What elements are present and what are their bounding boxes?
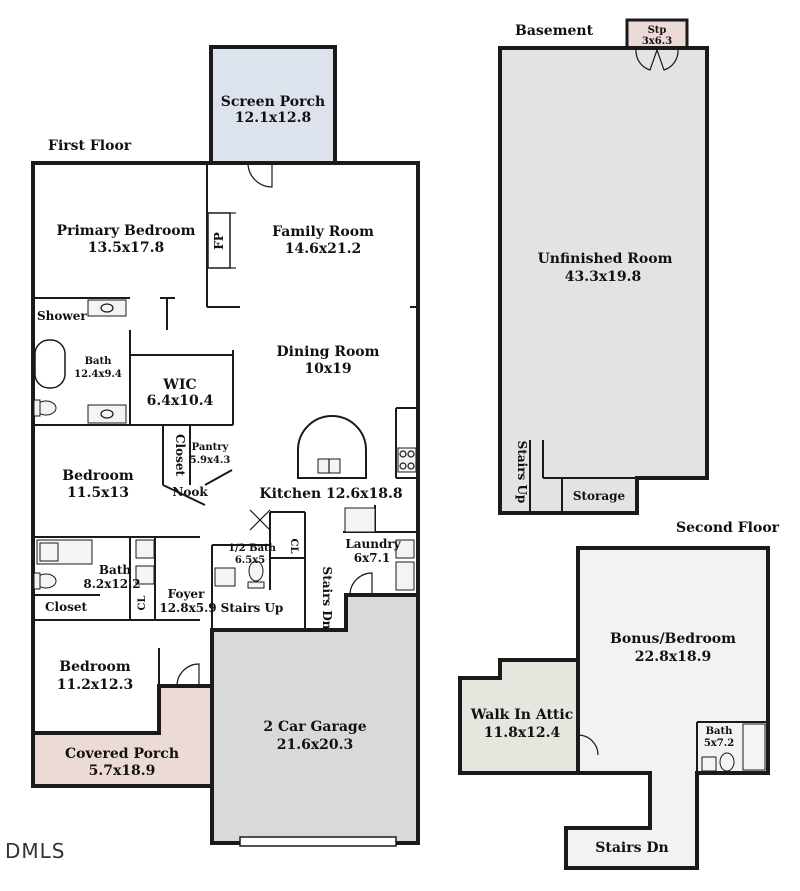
kitchen-label: Kitchen 12.6x18.8 [259,486,402,502]
wic-dims: 6.4x10.4 [147,393,214,409]
walk-in-attic-dims: 11.8x12.4 [484,725,561,741]
garage-door [239,836,397,847]
second-floor-area [564,546,770,870]
kitchen-island [297,415,367,479]
stairs-up-basement-label: Stairs Up [515,441,529,504]
primary-bath-name: Bath [85,356,113,367]
unfinished-room-name: Unfinished Room [538,251,673,267]
laundry-dims: 6x7.1 [354,551,390,565]
covered-porch-name: Covered Porch [65,746,179,762]
closet-label: Closet [45,600,88,614]
basement [498,18,709,515]
tub-primary [34,339,66,389]
dining-room-dims: 10x19 [304,361,351,377]
screen-porch-dims: 12.1x12.8 [235,110,312,126]
covered-porch-dims: 5.7x18.9 [89,763,156,779]
pantry-name: Pantry [192,442,230,453]
nook-label: Nook [172,485,208,499]
bedroom-3-name: Bedroom [59,659,131,675]
stp-dims: 3x6.3 [642,36,672,47]
garage-name: 2 Car Garage [263,719,366,735]
basement-title: Basement [515,23,594,39]
screen-porch-name: Screen Porch [221,94,325,110]
first-floor-title: First Floor [48,138,132,154]
family-room-name: Family Room [272,224,374,240]
stp-area [625,18,689,50]
garage-area [210,593,420,845]
stairs-up-first-label: Stairs Up [221,601,284,615]
first-floor [31,45,420,847]
bath-2-dims: 8.2x12.2 [83,577,140,591]
laundry-name: Laundry [345,537,401,551]
walk-in-attic-name: Walk In Attic [470,707,573,723]
bonus-bedroom-name: Bonus/Bedroom [610,631,736,647]
dmls-logo: DMLS [5,839,66,863]
bath-second-name: Bath [706,726,734,737]
garage-dims: 21.6x20.3 [277,737,354,753]
bath-second-dims: 5x7.2 [704,738,734,749]
wic-name: WIC [162,377,196,393]
second-floor [458,546,770,870]
fireplace-box [207,212,231,269]
foyer-dims: 12.8x5.9 [159,601,216,615]
bedroom-2-dims: 11.5x13 [67,485,129,501]
bonus-bedroom-dims: 22.8x18.9 [635,649,712,665]
shower-label: Shower [37,309,87,323]
half-bath-closet-label: CL [288,539,299,554]
bedroom-3-dims: 11.2x12.3 [57,677,134,693]
foyer-name: Foyer [168,587,205,601]
unfinished-room-dims: 43.3x19.8 [565,269,642,285]
primary-bath-dims: 12.4x9.4 [74,369,122,380]
primary-bedroom-dims: 13.5x17.8 [88,240,165,256]
storage-label: Storage [573,489,626,503]
bath-2-name: Bath [99,563,131,577]
fireplace-label: FP [212,232,226,250]
family-room-dims: 14.6x21.2 [285,241,362,257]
stp-name: Stp [648,25,667,36]
half-bath-name: 1/2 Bath [228,543,277,554]
second-floor-title: Second Floor [676,520,780,536]
primary-bedroom-name: Primary Bedroom [57,223,196,239]
half-bath-dims: 6.5x5 [235,555,265,566]
bath-2-closet-label: CL [137,596,148,611]
screen-porch-area [209,45,337,165]
stairs-dn-first-label: Stairs Dn [320,567,334,630]
pantry-dims: 5.9x4.3 [190,455,231,466]
dining-room-name: Dining Room [277,344,380,360]
stairs-dn-second-label: Stairs Dn [595,840,668,856]
bedroom-2-name: Bedroom [62,468,134,484]
closet-vertical-label: Closet [173,434,187,477]
